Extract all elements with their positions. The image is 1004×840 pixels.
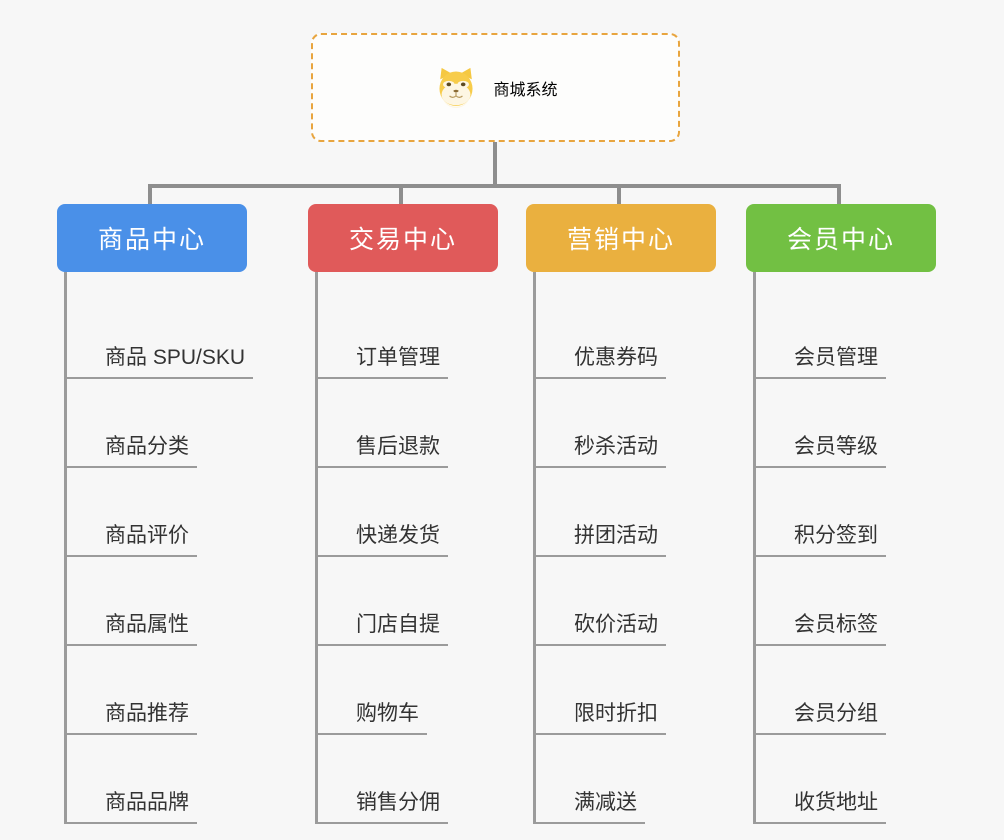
list-item[interactable]: 商品品牌 bbox=[67, 735, 247, 824]
list-item[interactable]: 订单管理 bbox=[318, 290, 498, 379]
list-item[interactable]: 购物车 bbox=[318, 646, 498, 735]
leaf-label: 积分签到 bbox=[786, 523, 886, 557]
leaf-label: 拼团活动 bbox=[566, 523, 666, 557]
leaf-label: 会员等级 bbox=[786, 434, 886, 468]
list-item[interactable]: 快递发货 bbox=[318, 468, 498, 557]
list-item[interactable]: 商品属性 bbox=[67, 557, 247, 646]
leaf-label: 秒杀活动 bbox=[566, 434, 666, 468]
list-item[interactable]: 满减送 bbox=[536, 735, 716, 824]
root-node[interactable]: 商城系统 bbox=[311, 33, 680, 142]
category-column-product: 商品中心 商品 SPU/SKU 商品分类 商品评价 商品属性 商品推荐 商品品牌 bbox=[57, 204, 254, 824]
dog-face-icon bbox=[433, 65, 479, 111]
leaf-label: 限时折扣 bbox=[566, 701, 666, 735]
leaf-label: 砍价活动 bbox=[566, 612, 666, 646]
leaf-label: 售后退款 bbox=[348, 434, 448, 468]
leaf-label: 优惠券码 bbox=[566, 345, 666, 379]
connector-drop-1 bbox=[148, 184, 152, 206]
list-item[interactable]: 销售分佣 bbox=[318, 735, 498, 824]
connector-drop-2 bbox=[399, 184, 403, 206]
leaf-list-member: 会员管理 会员等级 积分签到 会员标签 会员分组 收货地址 bbox=[753, 272, 936, 824]
list-item[interactable]: 会员管理 bbox=[756, 290, 936, 379]
leaf-label: 订单管理 bbox=[348, 345, 448, 379]
leaf-list-trade: 订单管理 售后退款 快递发货 门店自提 购物车 销售分佣 bbox=[315, 272, 498, 824]
list-item[interactable]: 限时折扣 bbox=[536, 646, 716, 735]
list-item[interactable]: 秒杀活动 bbox=[536, 379, 716, 468]
category-header-product[interactable]: 商品中心 bbox=[57, 204, 247, 272]
list-item[interactable]: 优惠券码 bbox=[536, 290, 716, 379]
leaf-label: 商品推荐 bbox=[97, 701, 197, 735]
connector-bus bbox=[148, 184, 841, 188]
leaf-list-marketing: 优惠券码 秒杀活动 拼团活动 砍价活动 限时折扣 满减送 bbox=[533, 272, 716, 824]
connector-drop-4 bbox=[837, 184, 841, 206]
leaf-label: 满减送 bbox=[566, 790, 645, 824]
leaf-label: 门店自提 bbox=[348, 612, 448, 646]
leaf-label: 商品 SPU/SKU bbox=[97, 345, 254, 379]
leaf-label: 会员分组 bbox=[786, 701, 886, 735]
root-title: 商城系统 bbox=[493, 81, 558, 99]
list-item[interactable]: 会员分组 bbox=[756, 646, 936, 735]
connector-drop-3 bbox=[617, 184, 621, 206]
category-column-marketing: 营销中心 优惠券码 秒杀活动 拼团活动 砍价活动 限时折扣 满减送 bbox=[526, 204, 716, 824]
list-item[interactable]: 会员标签 bbox=[756, 557, 936, 646]
list-item[interactable]: 拼团活动 bbox=[536, 468, 716, 557]
category-column-member: 会员中心 会员管理 会员等级 积分签到 会员标签 会员分组 收货地址 bbox=[746, 204, 936, 824]
list-item[interactable]: 砍价活动 bbox=[536, 557, 716, 646]
category-label: 商品中心 bbox=[97, 226, 206, 254]
leaf-list-product: 商品 SPU/SKU 商品分类 商品评价 商品属性 商品推荐 商品品牌 bbox=[64, 272, 254, 824]
leaf-label: 快递发货 bbox=[348, 523, 448, 557]
list-item[interactable]: 积分签到 bbox=[756, 468, 936, 557]
category-column-trade: 交易中心 订单管理 售后退款 快递发货 门店自提 购物车 销售分佣 bbox=[308, 204, 498, 824]
connector-root-stem bbox=[493, 142, 497, 188]
leaf-label: 商品属性 bbox=[97, 612, 197, 646]
leaf-label: 商品评价 bbox=[97, 523, 197, 557]
list-item[interactable]: 商品 SPU/SKU bbox=[67, 290, 254, 379]
category-label: 营销中心 bbox=[566, 226, 675, 254]
list-item[interactable]: 商品分类 bbox=[67, 379, 247, 468]
category-header-member[interactable]: 会员中心 bbox=[746, 204, 936, 272]
leaf-label: 购物车 bbox=[348, 701, 427, 735]
leaf-label: 会员标签 bbox=[786, 612, 886, 646]
list-item[interactable]: 门店自提 bbox=[318, 557, 498, 646]
list-item[interactable]: 商品推荐 bbox=[67, 646, 247, 735]
leaf-label: 商品品牌 bbox=[97, 790, 197, 824]
category-label: 交易中心 bbox=[348, 226, 457, 254]
list-item[interactable]: 售后退款 bbox=[318, 379, 498, 468]
leaf-label: 商品分类 bbox=[97, 434, 197, 468]
category-header-trade[interactable]: 交易中心 bbox=[308, 204, 498, 272]
list-item[interactable]: 商品评价 bbox=[67, 468, 247, 557]
category-header-marketing[interactable]: 营销中心 bbox=[526, 204, 716, 272]
list-item[interactable]: 会员等级 bbox=[756, 379, 936, 468]
leaf-label: 销售分佣 bbox=[348, 790, 448, 824]
list-item[interactable]: 收货地址 bbox=[756, 735, 936, 824]
leaf-label: 会员管理 bbox=[786, 345, 886, 379]
category-label: 会员中心 bbox=[786, 226, 895, 254]
leaf-label: 收货地址 bbox=[786, 790, 886, 824]
